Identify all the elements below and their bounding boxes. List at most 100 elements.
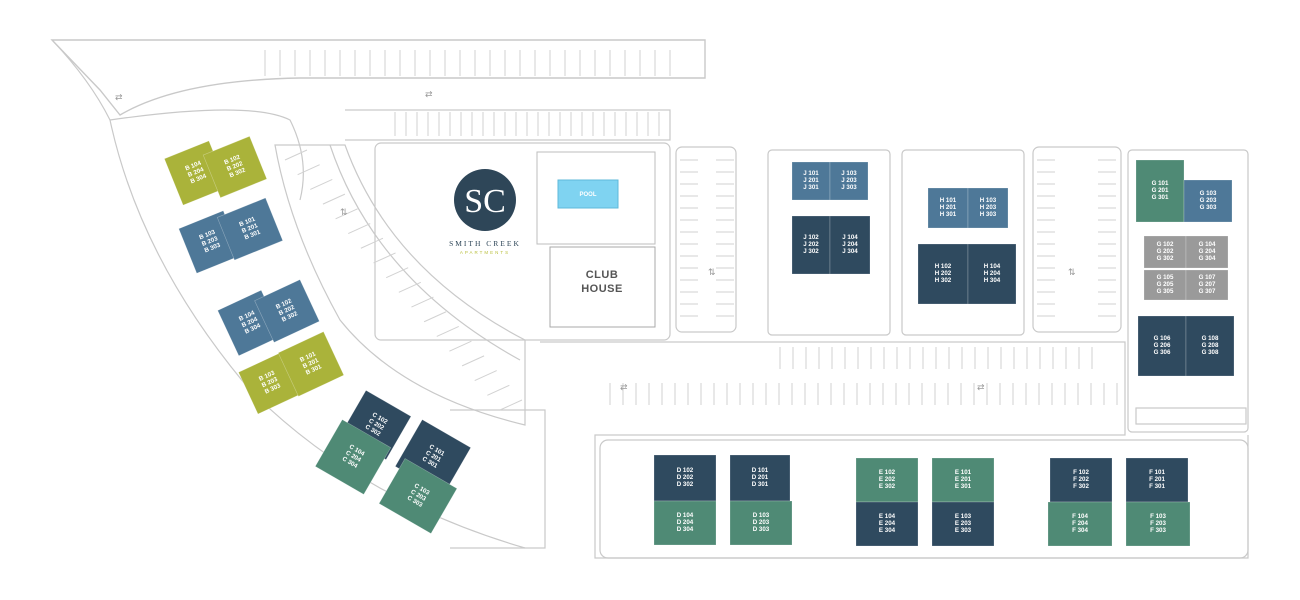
unit-label: G 308: [1202, 349, 1219, 356]
unit-label: E 302: [879, 483, 896, 490]
unit-label: J 302: [803, 248, 819, 255]
unit-label: G 207: [1199, 281, 1216, 288]
unit-label: D 101: [752, 467, 769, 474]
building-shape: [314, 419, 392, 495]
unit-label: G 202: [1157, 248, 1174, 255]
building-shape: [931, 501, 995, 547]
unit-label: G 305: [1157, 288, 1174, 295]
unit-label: E 202: [879, 476, 896, 483]
building-shape: [1049, 457, 1113, 503]
logo-subtitle: APARTMENTS: [460, 250, 510, 255]
unit-label: J 101: [803, 170, 819, 177]
unit-label: H 202: [935, 270, 952, 277]
building-shape: [829, 161, 869, 201]
unit-label: H 301: [940, 211, 957, 218]
unit-label: J 203: [841, 177, 857, 184]
unit-label: G 203: [1200, 197, 1217, 204]
building-shape: [1143, 235, 1187, 269]
unit-label: G 208: [1202, 342, 1219, 349]
building-shape: [378, 458, 458, 534]
unit-label: H 203: [980, 204, 997, 211]
pool-label: POOL: [579, 192, 596, 198]
building-shape: [729, 500, 793, 546]
unit-label: D 302: [677, 481, 694, 488]
unit-label: D 303: [753, 526, 770, 533]
building-shape: [855, 501, 919, 547]
building-shape: [791, 215, 831, 275]
unit-label: G 306: [1154, 349, 1171, 356]
building-shape: [1183, 179, 1233, 223]
unit-label: J 202: [803, 241, 819, 248]
unit-label: F 101: [1149, 469, 1165, 476]
unit-label: J 104: [842, 234, 858, 241]
unit-label: F 103: [1150, 513, 1166, 520]
unit-label: F 303: [1150, 527, 1166, 534]
amenity-area: POOL CLUB HOUSE: [536, 151, 656, 328]
unit-label: G 304: [1199, 255, 1216, 262]
unit-label: F 301: [1149, 483, 1165, 490]
unit-label: D 301: [752, 481, 769, 488]
unit-label: G 303: [1200, 204, 1217, 211]
traffic-arrow-icon: ⇄: [977, 383, 985, 393]
building-shape: [967, 187, 1009, 229]
unit-label: E 301: [955, 483, 972, 490]
traffic-arrow-icon: ⇅: [1068, 268, 1076, 278]
unit-label: H 101: [940, 197, 957, 204]
traffic-arrow-icon: ⇄: [425, 90, 433, 100]
building-shape: [729, 454, 791, 502]
unit-label: E 204: [879, 520, 896, 527]
unit-label: G 101: [1152, 180, 1169, 187]
pool: [557, 179, 619, 209]
unit-label: H 201: [940, 204, 957, 211]
unit-label: G 201: [1152, 187, 1169, 194]
building-shape: [1185, 269, 1229, 301]
building-shape: [653, 454, 717, 502]
unit-label: H 304: [984, 277, 1001, 284]
building-shape: [855, 457, 919, 503]
unit-label: J 301: [803, 184, 819, 191]
unit-label: E 102: [879, 469, 896, 476]
unit-label: D 103: [753, 512, 770, 519]
unit-label: E 103: [955, 513, 972, 520]
logo-monogram: SC: [464, 183, 506, 220]
unit-label: G 301: [1152, 194, 1169, 201]
building-shape: [1137, 315, 1187, 377]
unit-label: G 108: [1202, 335, 1219, 342]
unit-label: G 103: [1200, 190, 1217, 197]
unit-label: G 105: [1157, 274, 1174, 281]
